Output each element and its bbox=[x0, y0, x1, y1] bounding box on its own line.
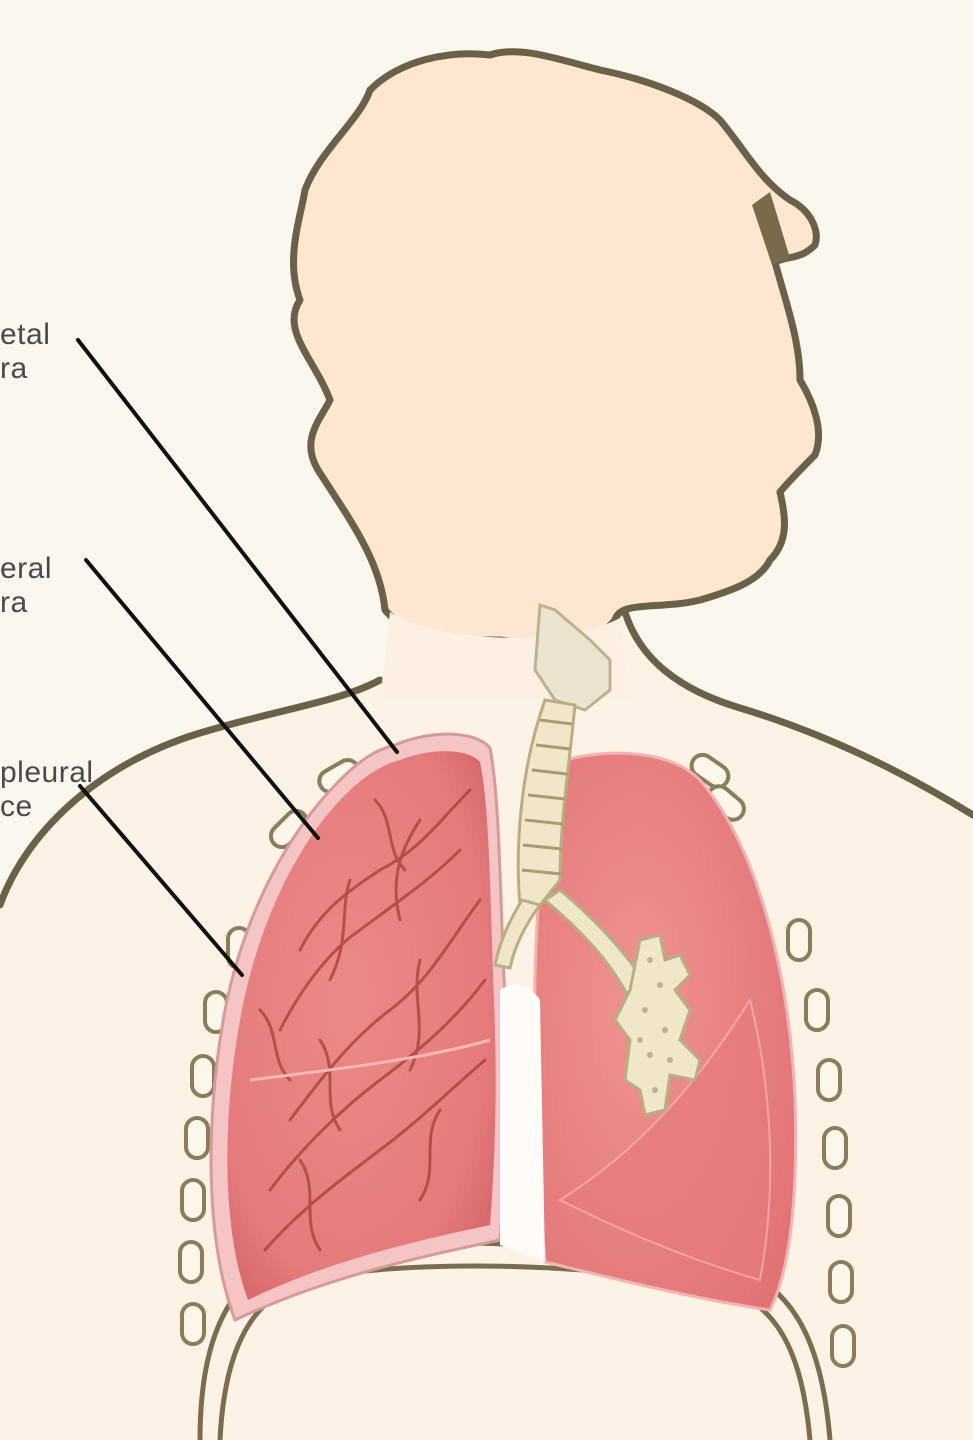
head-silhouette bbox=[294, 52, 819, 644]
mediastinum bbox=[500, 985, 545, 1262]
label-visceral-pleura: eral ra bbox=[0, 552, 52, 620]
label-pleural-space: pleural ce bbox=[0, 756, 94, 824]
label-parietal-pleura: etal ra bbox=[0, 318, 50, 386]
